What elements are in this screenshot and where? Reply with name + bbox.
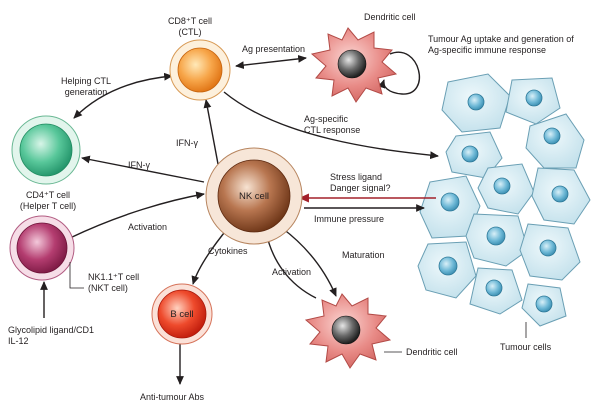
dendritic-cell-top (310, 27, 398, 103)
arrow-maturation (281, 227, 337, 297)
cd8-sublabel: (CTL) (179, 27, 202, 37)
arrow-dc-activation (263, 231, 317, 299)
helping-ctl-label-1: Helping CTL (61, 76, 111, 86)
helping-ctl-label-2: generation (65, 87, 108, 97)
ifn-gamma-up-label: IFN-γ (176, 138, 198, 148)
dendritic-top-label: Dendritic cell (364, 12, 416, 22)
nkt-sublabel: (NKT cell) (88, 283, 128, 293)
immune-pressure-label: Immune pressure (314, 214, 384, 224)
ifn-gamma-left-label: IFN-γ (128, 160, 150, 170)
tumour-cell-cluster (417, 73, 591, 327)
nkt-label: NK1.1⁺T cell (88, 272, 139, 282)
arrows (40, 51, 439, 385)
arrow-dc-loop (377, 51, 420, 95)
arrow-ifn-cd4 (81, 155, 205, 183)
arrow-ifn-cd8 (203, 99, 219, 165)
dendritic-bottom-label: Dendritic cell (406, 347, 458, 357)
glycolipid-label-2: IL-12 (8, 336, 29, 346)
nk-cell-label: NK cell (239, 191, 269, 202)
maturation-label: Maturation (342, 250, 385, 260)
dendritic-cell-bottom (304, 293, 392, 369)
arrow-cytokines (191, 227, 229, 285)
activation-nkt-label: Activation (128, 222, 167, 232)
nkt-cell (9, 215, 75, 281)
arrow-ag-specific-ctl (223, 91, 439, 160)
b-cell (151, 283, 213, 345)
anti-tumour-abs-label: Anti-tumour Abs (140, 392, 205, 402)
cd4-label: CD4⁺T cell (26, 190, 70, 200)
arrow-ag-presentation (235, 54, 307, 70)
glycolipid-label-1: Glycolipid ligand/CD1 (8, 325, 94, 335)
nk-cell (205, 147, 303, 245)
ag-presentation-label: Ag presentation (242, 44, 305, 54)
cd4-t-cell (11, 115, 81, 185)
b-cell-label: B cell (170, 309, 193, 320)
ag-specific-label-2: CTL response (304, 125, 360, 135)
arrow-helping-ctl (73, 72, 173, 119)
tumour-cells-label: Tumour cells (500, 342, 552, 352)
arrow-nkt-activation (69, 191, 205, 239)
stress-ligand-label: Stress ligand (330, 172, 382, 182)
activation-dc-label: Activation (272, 267, 311, 277)
tumour-ag-label-2: Ag-specific immune response (428, 45, 546, 55)
nkt-leader (69, 262, 84, 289)
cd8-t-cell (169, 39, 231, 101)
cd4-sublabel: (Helper T cell) (20, 201, 76, 211)
cd8-label: CD8⁺T cell (168, 16, 212, 26)
cytokines-label: Cytokines (208, 246, 248, 256)
tumour-ag-label-1: Tumour Ag uptake and generation of (428, 34, 574, 44)
ag-specific-label-1: Ag-specific (304, 114, 349, 124)
danger-signal-label: Danger signal? (330, 183, 391, 193)
